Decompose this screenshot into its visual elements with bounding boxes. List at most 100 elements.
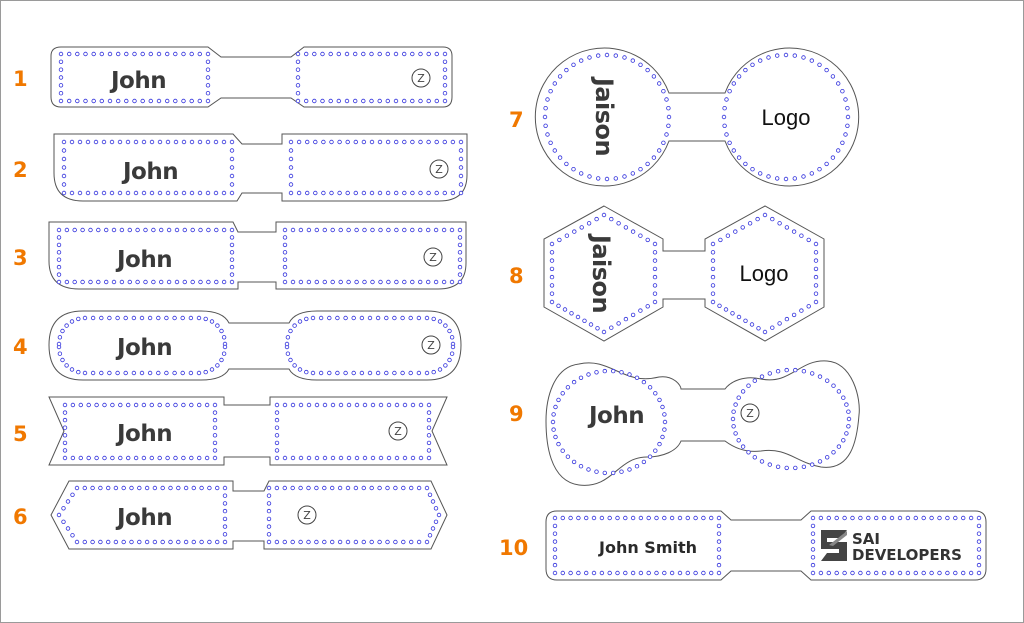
stitch-hole — [107, 51, 113, 57]
stitch-hole — [127, 279, 132, 285]
stitch-hole — [666, 123, 671, 128]
stitch-hole — [288, 165, 294, 170]
stitch-hole — [205, 139, 211, 145]
stitch-hole — [166, 279, 172, 285]
stitch-hole — [221, 335, 227, 340]
stitch-hole — [103, 279, 109, 285]
stitch-hole — [336, 51, 341, 57]
stitch-hole — [298, 279, 304, 285]
stitch-hole — [318, 370, 324, 376]
stitch-hole — [206, 227, 211, 233]
stitch-hole — [426, 402, 432, 408]
stitch-hole — [204, 455, 210, 461]
stitch-hole — [222, 485, 228, 491]
stitch-hole — [98, 539, 103, 545]
stitch-hole — [731, 81, 736, 86]
stitch-hole — [196, 455, 202, 461]
stitch-hole — [147, 315, 153, 321]
stitch-hole — [306, 485, 311, 491]
stitch-hole — [314, 402, 320, 408]
stitch-hole — [418, 51, 423, 57]
stitch-hole — [449, 279, 455, 285]
stitch-hole — [402, 190, 407, 196]
stitch-hole — [56, 257, 62, 262]
stitch-hole — [645, 67, 650, 73]
stitch-hole — [716, 570, 722, 576]
stitch-hole — [418, 190, 423, 196]
stitch-hole — [322, 485, 327, 491]
stitch-hole — [630, 312, 636, 318]
stitch-hole — [199, 485, 204, 491]
stitch-hole — [604, 176, 610, 182]
logo-placeholder-text: Logo — [762, 105, 811, 130]
stitch-hole — [426, 455, 432, 461]
stitch-hole — [149, 190, 155, 196]
stitch-hole — [61, 173, 67, 179]
stitch-hole — [410, 51, 415, 57]
stitch-hole — [66, 51, 72, 57]
stitch-hole — [88, 227, 93, 233]
stitch-hole — [709, 515, 714, 521]
stitch-hole — [140, 98, 145, 104]
stitch-hole — [361, 190, 367, 196]
stitch-hole — [105, 485, 111, 491]
stitch-hole — [418, 402, 424, 408]
stitch-hole — [157, 139, 163, 145]
stitch-hole — [806, 304, 811, 309]
stitch-hole — [730, 311, 735, 316]
stitch-hole — [596, 53, 601, 58]
stitch-hole — [858, 570, 863, 576]
stitch-hole — [310, 315, 316, 321]
stitch-hole — [121, 485, 126, 491]
stitch-hole — [290, 485, 295, 491]
stitch-hole — [740, 225, 745, 230]
stitch-hole — [836, 444, 842, 449]
stitch-hole — [135, 227, 140, 233]
stitch-hole — [353, 190, 358, 196]
stitch-hole — [96, 227, 101, 233]
stitch-hole — [458, 139, 464, 145]
stitch-hole — [449, 335, 455, 340]
stitch-hole — [657, 397, 662, 403]
stitch-hole — [801, 369, 807, 374]
stitch-hole — [850, 515, 855, 521]
stitch-hole — [180, 315, 185, 321]
tag-name: John — [115, 247, 172, 273]
stitch-hole — [266, 539, 272, 545]
stitch-hole — [337, 190, 342, 196]
stitch-hole — [75, 51, 80, 57]
stitch-hole — [189, 139, 195, 145]
stitch-hole — [968, 570, 974, 576]
stitch-hole — [183, 485, 189, 491]
stitch-hole — [361, 139, 367, 145]
stitch-hole — [214, 279, 219, 285]
stitch-hole — [99, 51, 104, 57]
stitch-hole — [586, 467, 591, 472]
stitch-hole — [222, 516, 228, 522]
stitch-hole — [881, 570, 887, 576]
stitch-hole — [551, 412, 556, 417]
stitch-hole — [752, 378, 757, 383]
stitch-hole — [385, 51, 390, 57]
stitch-hole — [124, 98, 129, 104]
stitch-hole — [418, 279, 423, 285]
stitch-hole — [430, 526, 436, 531]
stitch-hole — [93, 139, 99, 145]
stitch-hole — [304, 316, 309, 322]
stitch-hole — [298, 539, 303, 545]
stitch-hole — [110, 402, 115, 408]
stitch-hole — [552, 531, 558, 536]
stitch-hole — [353, 139, 358, 145]
stitch-hole — [416, 315, 422, 321]
stitch-hole — [115, 315, 120, 321]
stitch-hole — [197, 190, 203, 196]
stitch-hole — [402, 279, 407, 285]
stitch-hole — [189, 190, 195, 196]
stitch-hole — [733, 431, 738, 436]
stitch-hole — [433, 227, 439, 233]
tag-number: 10 — [499, 536, 528, 560]
stitch-hole — [107, 98, 113, 104]
stitch-hole — [90, 315, 96, 321]
stitch-hole — [314, 455, 320, 461]
stitch-hole — [164, 98, 170, 104]
